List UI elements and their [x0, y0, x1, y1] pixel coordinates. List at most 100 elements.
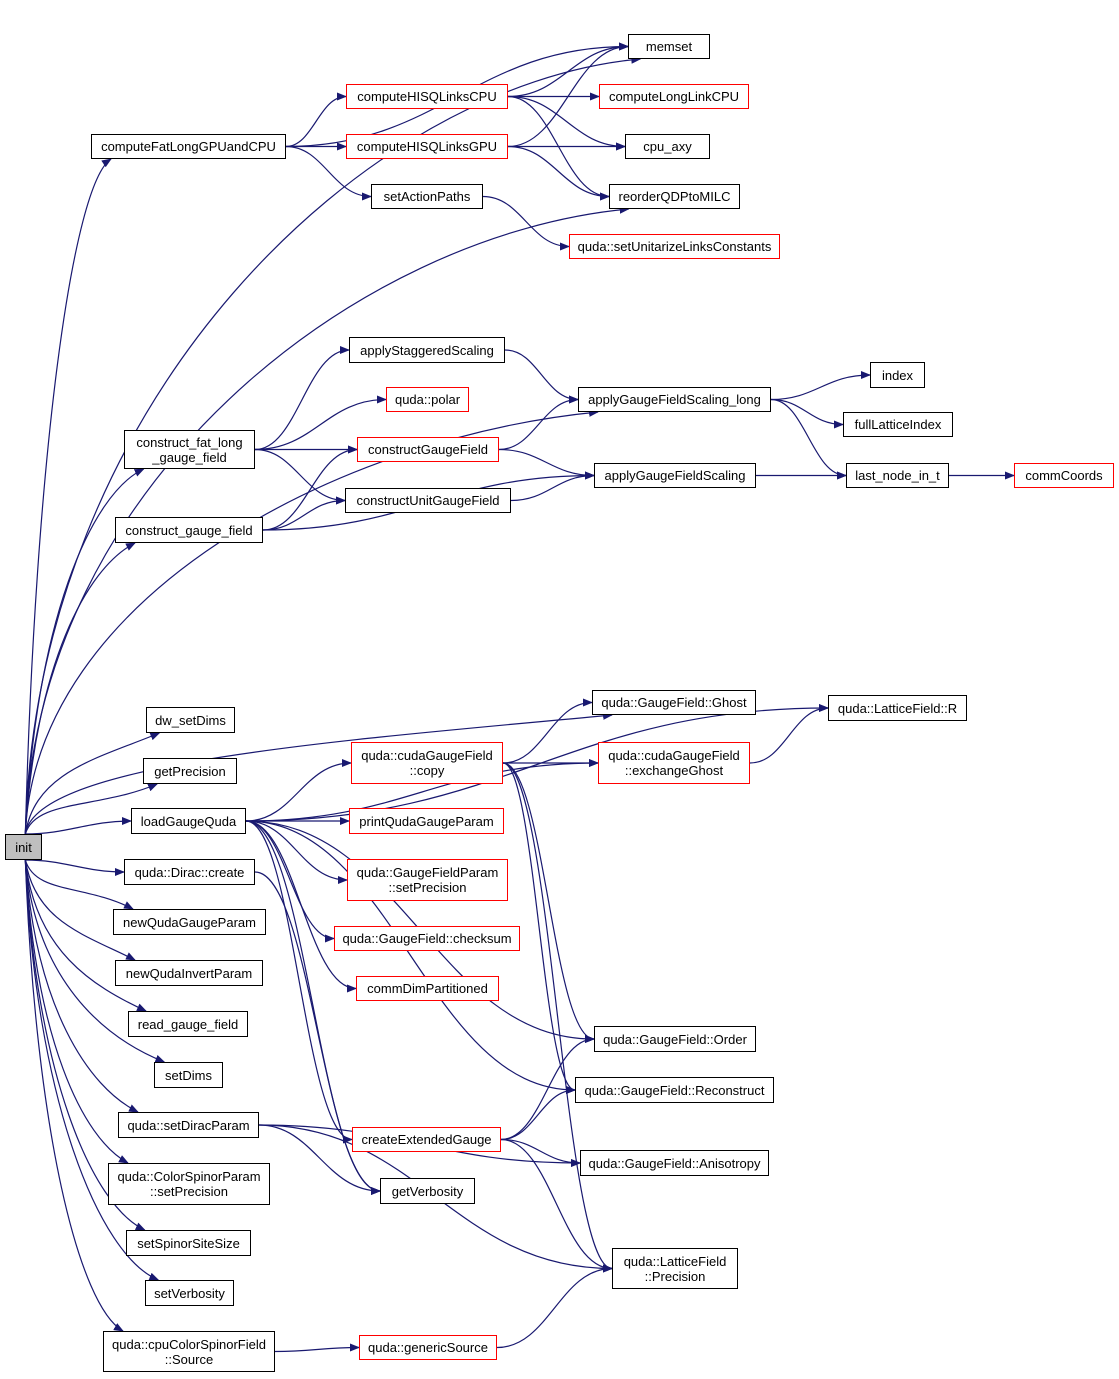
edge-construct-fat-long-gauge-field-to-construct-unit-gauge-field: [254, 448, 346, 505]
node-label: createExtendedGauge: [361, 1132, 492, 1147]
node-cuda-gauge-field-copy[interactable]: quda::cudaGaugeField::copy: [351, 742, 503, 784]
node-last-node-in-t[interactable]: last_node_in_t: [846, 463, 949, 488]
node-full-lattice-index[interactable]: fullLatticeIndex: [843, 412, 953, 437]
node-load-gauge-quda[interactable]: loadGaugeQuda: [131, 808, 246, 834]
node-lattice-field-precision[interactable]: quda::LatticeField::Precision: [612, 1248, 738, 1289]
node-apply-staggered-scaling[interactable]: applyStaggeredScaling: [349, 337, 505, 363]
edge-init-to-dirac-create: [25, 859, 125, 876]
node-label: getPrecision: [154, 763, 226, 779]
node-get-verbosity[interactable]: getVerbosity: [380, 1178, 475, 1204]
node-gauge-field-ghost[interactable]: quda::GaugeField::Ghost: [592, 690, 756, 715]
node-construct-gauge-field[interactable]: constructGaugeField: [357, 437, 499, 462]
node-label: _gauge_field: [152, 449, 227, 465]
edge-set-action-paths-to-set-unitarize-links-constants: [482, 195, 570, 251]
node-generic-source[interactable]: quda::genericSource: [359, 1335, 497, 1360]
node-cuda-gauge-field-exchange-ghost[interactable]: quda::cudaGaugeField::exchangeGhost: [598, 742, 750, 784]
edge-construct-gauge-field-to-apply-gauge-field-scaling-long: [498, 395, 579, 451]
node-label: fullLatticeIndex: [854, 417, 942, 432]
node-cpu-color-spinor-field-source[interactable]: quda::cpuColorSpinorField::Source: [103, 1331, 275, 1372]
node-polar[interactable]: quda::polar: [386, 387, 469, 412]
node-label: quda::GaugeField::Order: [603, 1031, 747, 1047]
node-label: computeHISQLinksCPU: [357, 89, 497, 104]
node-gauge-field-anisotropy[interactable]: quda::GaugeField::Anisotropy: [580, 1150, 769, 1176]
edge-load-gauge-quda-to-gauge-field-param-set-precision: [245, 820, 348, 884]
edge-construct-gauge-field-to-apply-gauge-field-scaling: [498, 448, 595, 480]
node-dw-set-dims[interactable]: dw_setDims: [146, 707, 235, 733]
edge-cuda-gauge-field-copy-to-gauge-field-reconstruct: [502, 762, 576, 1094]
node-label: applyGaugeFieldScaling_long: [588, 392, 761, 407]
edge-apply-staggered-scaling-to-apply-gauge-field-scaling-long: [504, 349, 579, 404]
node-label: dw_setDims: [155, 712, 226, 728]
node-label: quda::genericSource: [368, 1340, 488, 1355]
node-label: memset: [645, 39, 693, 54]
node-label: loadGaugeQuda: [140, 813, 237, 829]
node-color-spinor-param-set-precision[interactable]: quda::ColorSpinorParam::setPrecision: [108, 1163, 270, 1205]
edge-compute-hisqlinks-gpu-to-reorder-qdpto-milc: [507, 145, 610, 201]
node-label: construct_gauge_field: [125, 522, 253, 538]
edge-compute-hisqlinks-gpu-to-memset: [507, 42, 629, 148]
node-read-gauge-field[interactable]: read_gauge_field: [128, 1011, 248, 1037]
node-get-precision[interactable]: getPrecision: [143, 758, 237, 784]
node-new-quda-gauge-param[interactable]: newQudaGaugeParam: [113, 909, 266, 935]
node-comm-coords[interactable]: commCoords: [1014, 463, 1114, 488]
node-label: read_gauge_field: [137, 1016, 239, 1032]
node-set-action-paths[interactable]: setActionPaths: [371, 184, 483, 209]
edge-dirac-create-to-get-verbosity: [254, 871, 381, 1195]
node-label: quda::LatticeField: [623, 1253, 727, 1269]
node-new-quda-invert-param[interactable]: newQudaInvertParam: [115, 960, 263, 986]
edge-init-to-new-quda-gauge-param: [24, 859, 134, 910]
node-gauge-field-param-set-precision[interactable]: quda::GaugeFieldParam::setPrecision: [347, 859, 508, 901]
node-label: constructGaugeField: [368, 442, 488, 457]
edge-generic-source-to-lattice-field-precision: [496, 1264, 613, 1349]
node-label: newQudaInvertParam: [125, 965, 253, 981]
node-construct-unit-gauge-field[interactable]: constructUnitGaugeField: [345, 488, 511, 513]
node-set-dims[interactable]: setDims: [154, 1062, 223, 1088]
edge-construct-gauge-field-to-construct-unit-gauge-field: [262, 496, 346, 531]
edge-init-to-memset: [24, 55, 642, 835]
node-set-unitarize-links-constants[interactable]: quda::setUnitarizeLinksConstants: [569, 234, 780, 259]
node-label: quda::polar: [394, 392, 461, 407]
node-compute-long-link-cpu[interactable]: computeLongLinkCPU: [599, 84, 749, 109]
edge-init-to-set-spinor-site-size: [24, 859, 146, 1231]
node-label: last_node_in_t: [855, 468, 940, 483]
edge-init-to-construct-gauge-field: [24, 542, 136, 835]
node-set-spinor-site-size[interactable]: setSpinorSiteSize: [126, 1230, 251, 1256]
node-label: setActionPaths: [383, 189, 471, 204]
node-init[interactable]: init: [5, 834, 42, 860]
node-lattice-field-r[interactable]: quda::LatticeField::R: [828, 695, 967, 721]
node-label: newQudaGaugeParam: [123, 914, 256, 930]
node-dirac-create[interactable]: quda::Dirac::create: [124, 859, 255, 885]
node-apply-gauge-field-scaling-long[interactable]: applyGaugeFieldScaling_long: [578, 387, 771, 412]
node-compute-fat-long-gpuand-cpu[interactable]: computeFatLongGPUandCPU: [91, 134, 286, 159]
node-label: quda::LatticeField::R: [837, 700, 958, 716]
node-gauge-field-order[interactable]: quda::GaugeField::Order: [594, 1026, 756, 1052]
node-label: ::exchangeGhost: [624, 763, 724, 778]
node-memset[interactable]: memset: [628, 34, 710, 59]
node-cpu-axy[interactable]: cpu_axy: [625, 134, 710, 159]
node-compute-hisqlinks-gpu[interactable]: computeHISQLinksGPU: [346, 134, 508, 159]
node-label: quda::cudaGaugeField: [361, 748, 493, 763]
node-reorder-qdpto-milc[interactable]: reorderQDPtoMILC: [609, 184, 740, 209]
node-gauge-field-checksum[interactable]: quda::GaugeField::checksum: [334, 926, 520, 951]
node-label: constructUnitGaugeField: [356, 493, 500, 508]
edge-construct-unit-gauge-field-to-apply-gauge-field-scaling: [510, 471, 595, 502]
node-label: ::Source: [164, 1351, 214, 1367]
node-set-verbosity[interactable]: setVerbosity: [145, 1280, 234, 1306]
node-comm-dim-partitioned[interactable]: commDimPartitioned: [356, 976, 499, 1001]
edge-compute-fat-long-gpuand-cpu-to-set-action-paths: [285, 145, 372, 201]
node-construct-fat-long-gauge-field[interactable]: construct_fat_long_gauge_field: [124, 430, 255, 469]
node-print-quda-gauge-param[interactable]: printQudaGaugeParam: [349, 808, 504, 834]
edge-apply-gauge-field-scaling-long-to-last-node-in-t: [770, 398, 847, 480]
node-construct-gauge-field[interactable]: construct_gauge_field: [115, 517, 263, 543]
edge-init-to-set-dims: [24, 859, 166, 1063]
node-apply-gauge-field-scaling[interactable]: applyGaugeFieldScaling: [594, 463, 756, 488]
node-gauge-field-reconstruct[interactable]: quda::GaugeField::Reconstruct: [575, 1077, 774, 1103]
node-index[interactable]: index: [870, 362, 925, 388]
node-label: quda::cpuColorSpinorField: [112, 1336, 266, 1352]
edge-cuda-gauge-field-copy-to-gauge-field-order: [502, 762, 595, 1043]
node-create-extended-gauge[interactable]: createExtendedGauge: [352, 1127, 501, 1152]
node-label: applyStaggeredScaling: [360, 342, 494, 358]
node-compute-hisqlinks-cpu[interactable]: computeHISQLinksCPU: [346, 84, 508, 109]
node-set-dirac-param[interactable]: quda::setDiracParam: [118, 1112, 259, 1138]
